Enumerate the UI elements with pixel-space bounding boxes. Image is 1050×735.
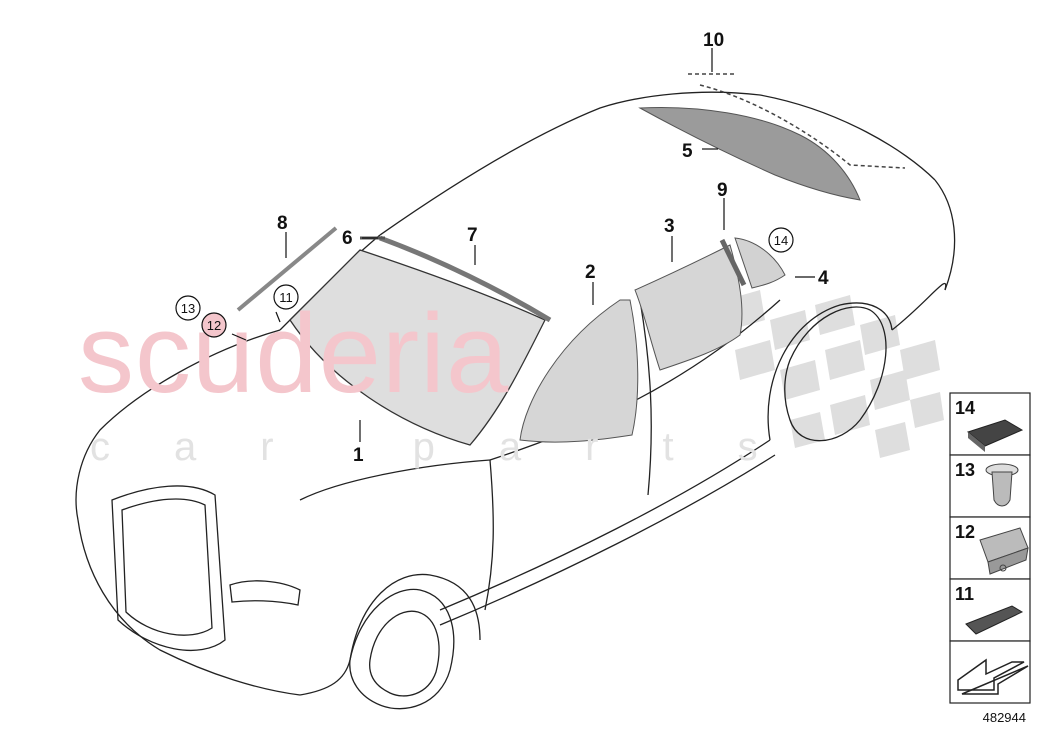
- rear-wheel-arch: [767, 302, 893, 441]
- seal-strip-icon: [965, 605, 1024, 635]
- a-pillar-trim: [236, 226, 338, 312]
- leader-lines: [231, 48, 815, 442]
- front-bumper: [77, 519, 301, 696]
- circled-callout-13: 13: [175, 295, 201, 321]
- sill-line-2: [439, 454, 776, 626]
- rear-wheel: [784, 306, 887, 442]
- svg-text:13: 13: [181, 301, 195, 316]
- headlight: [229, 580, 301, 606]
- svg-text:14: 14: [774, 233, 788, 248]
- legend-label-14: 14: [955, 398, 975, 418]
- callout-6: 6: [342, 228, 353, 249]
- callout-2: 2: [585, 262, 596, 283]
- circled-callout-11: 11: [273, 284, 299, 310]
- c-pillar-seal: [719, 238, 747, 287]
- roof-outline: [379, 91, 936, 236]
- callout-4: 4: [818, 268, 829, 289]
- rear-trim-strip: [688, 73, 906, 169]
- circled-callout-12: 12: [201, 312, 227, 338]
- legend-label-12: 12: [955, 522, 975, 542]
- rear-outline: [934, 179, 956, 291]
- front-door-glass: [519, 299, 639, 443]
- quarter-window: [734, 237, 786, 289]
- windshield-glass: [289, 249, 546, 446]
- watermark-brand: scuderia: [78, 291, 509, 416]
- legend-label-11: 11: [955, 584, 974, 604]
- front-wheel-rim: [369, 610, 440, 697]
- arrow-icon: [957, 658, 1029, 695]
- legend-panel: 14 13 12 11: [949, 392, 1031, 704]
- callout-1: 1: [353, 445, 364, 466]
- cowl-line: [299, 459, 491, 501]
- svg-text:11: 11: [279, 290, 293, 305]
- grille-outline: [111, 485, 226, 652]
- door-front-line: [484, 459, 494, 611]
- callout-8: 8: [277, 213, 288, 234]
- svg-text:12: 12: [207, 318, 221, 333]
- rear-quarter: [891, 283, 947, 331]
- callout-5: 5: [682, 141, 693, 162]
- roof-trim-strip: [379, 235, 552, 323]
- watermark-tagline: car parts: [90, 425, 822, 469]
- callout-9: 9: [717, 180, 728, 201]
- circled-callout-14: 14: [768, 227, 794, 253]
- clip-rivet-icon: [985, 463, 1019, 507]
- hood-outline: [75, 329, 281, 521]
- legend-label-13: 13: [955, 460, 975, 480]
- rear-door-glass: [634, 244, 743, 371]
- callout-10: 10: [703, 30, 724, 51]
- front-wheel: [349, 588, 455, 710]
- callout-7: 7: [467, 225, 478, 246]
- bracket-clip-icon: [979, 527, 1029, 575]
- diagram-number: 482944: [983, 710, 1026, 725]
- grille-inner: [121, 498, 213, 636]
- car-body: [75, 91, 956, 710]
- rear-window-glass: [638, 107, 861, 201]
- sill-line: [439, 439, 771, 611]
- checker-flag-watermark: [725, 290, 944, 458]
- callout-3: 3: [664, 216, 675, 237]
- fender-line: [299, 573, 481, 696]
